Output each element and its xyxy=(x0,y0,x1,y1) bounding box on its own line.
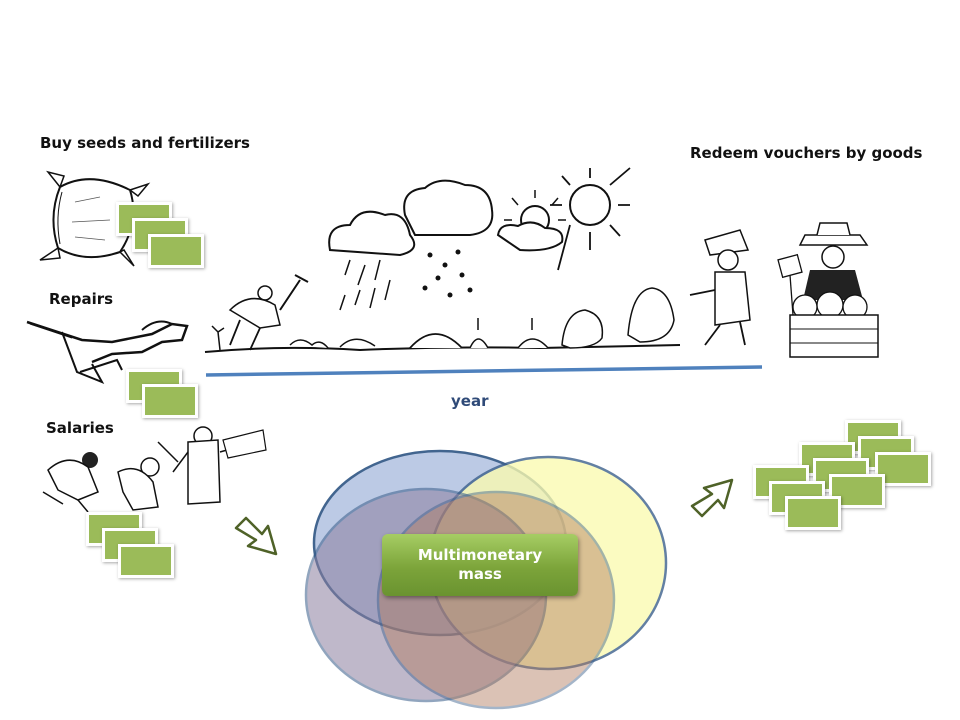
arrow-down-right-icon xyxy=(234,516,278,556)
arrow-up-right-icon xyxy=(690,478,734,518)
voucher xyxy=(829,474,885,508)
farmer-digging-icon xyxy=(228,274,309,351)
voucher xyxy=(785,496,841,530)
sun-cloud-icon xyxy=(496,190,566,252)
repairs-label: Repairs xyxy=(49,290,114,308)
seed-sack-icon xyxy=(39,170,151,267)
plough-icon xyxy=(26,320,189,384)
buy-seeds-label: Buy seeds and fertilizers xyxy=(40,134,250,152)
voucher xyxy=(142,384,198,418)
rain-cloud-icon xyxy=(328,210,416,311)
sun-icon xyxy=(550,167,631,271)
salaries-label: Salaries xyxy=(46,419,114,437)
mass-label-line1: Multimonetary xyxy=(417,546,543,564)
year-label: year xyxy=(451,392,489,410)
field-scene xyxy=(204,167,751,353)
mass-label-line2: mass xyxy=(458,565,502,583)
voucher xyxy=(118,544,174,578)
market-vendor-icon xyxy=(777,222,879,358)
hail-cloud-icon xyxy=(403,179,494,298)
workers-icon xyxy=(42,426,267,513)
farmer-icon xyxy=(689,229,751,346)
voucher xyxy=(148,234,204,268)
redeem-label: Redeem vouchers by goods xyxy=(690,144,923,162)
multimonetary-mass-box: Multimonetary mass xyxy=(382,534,578,596)
voucher xyxy=(875,452,931,486)
